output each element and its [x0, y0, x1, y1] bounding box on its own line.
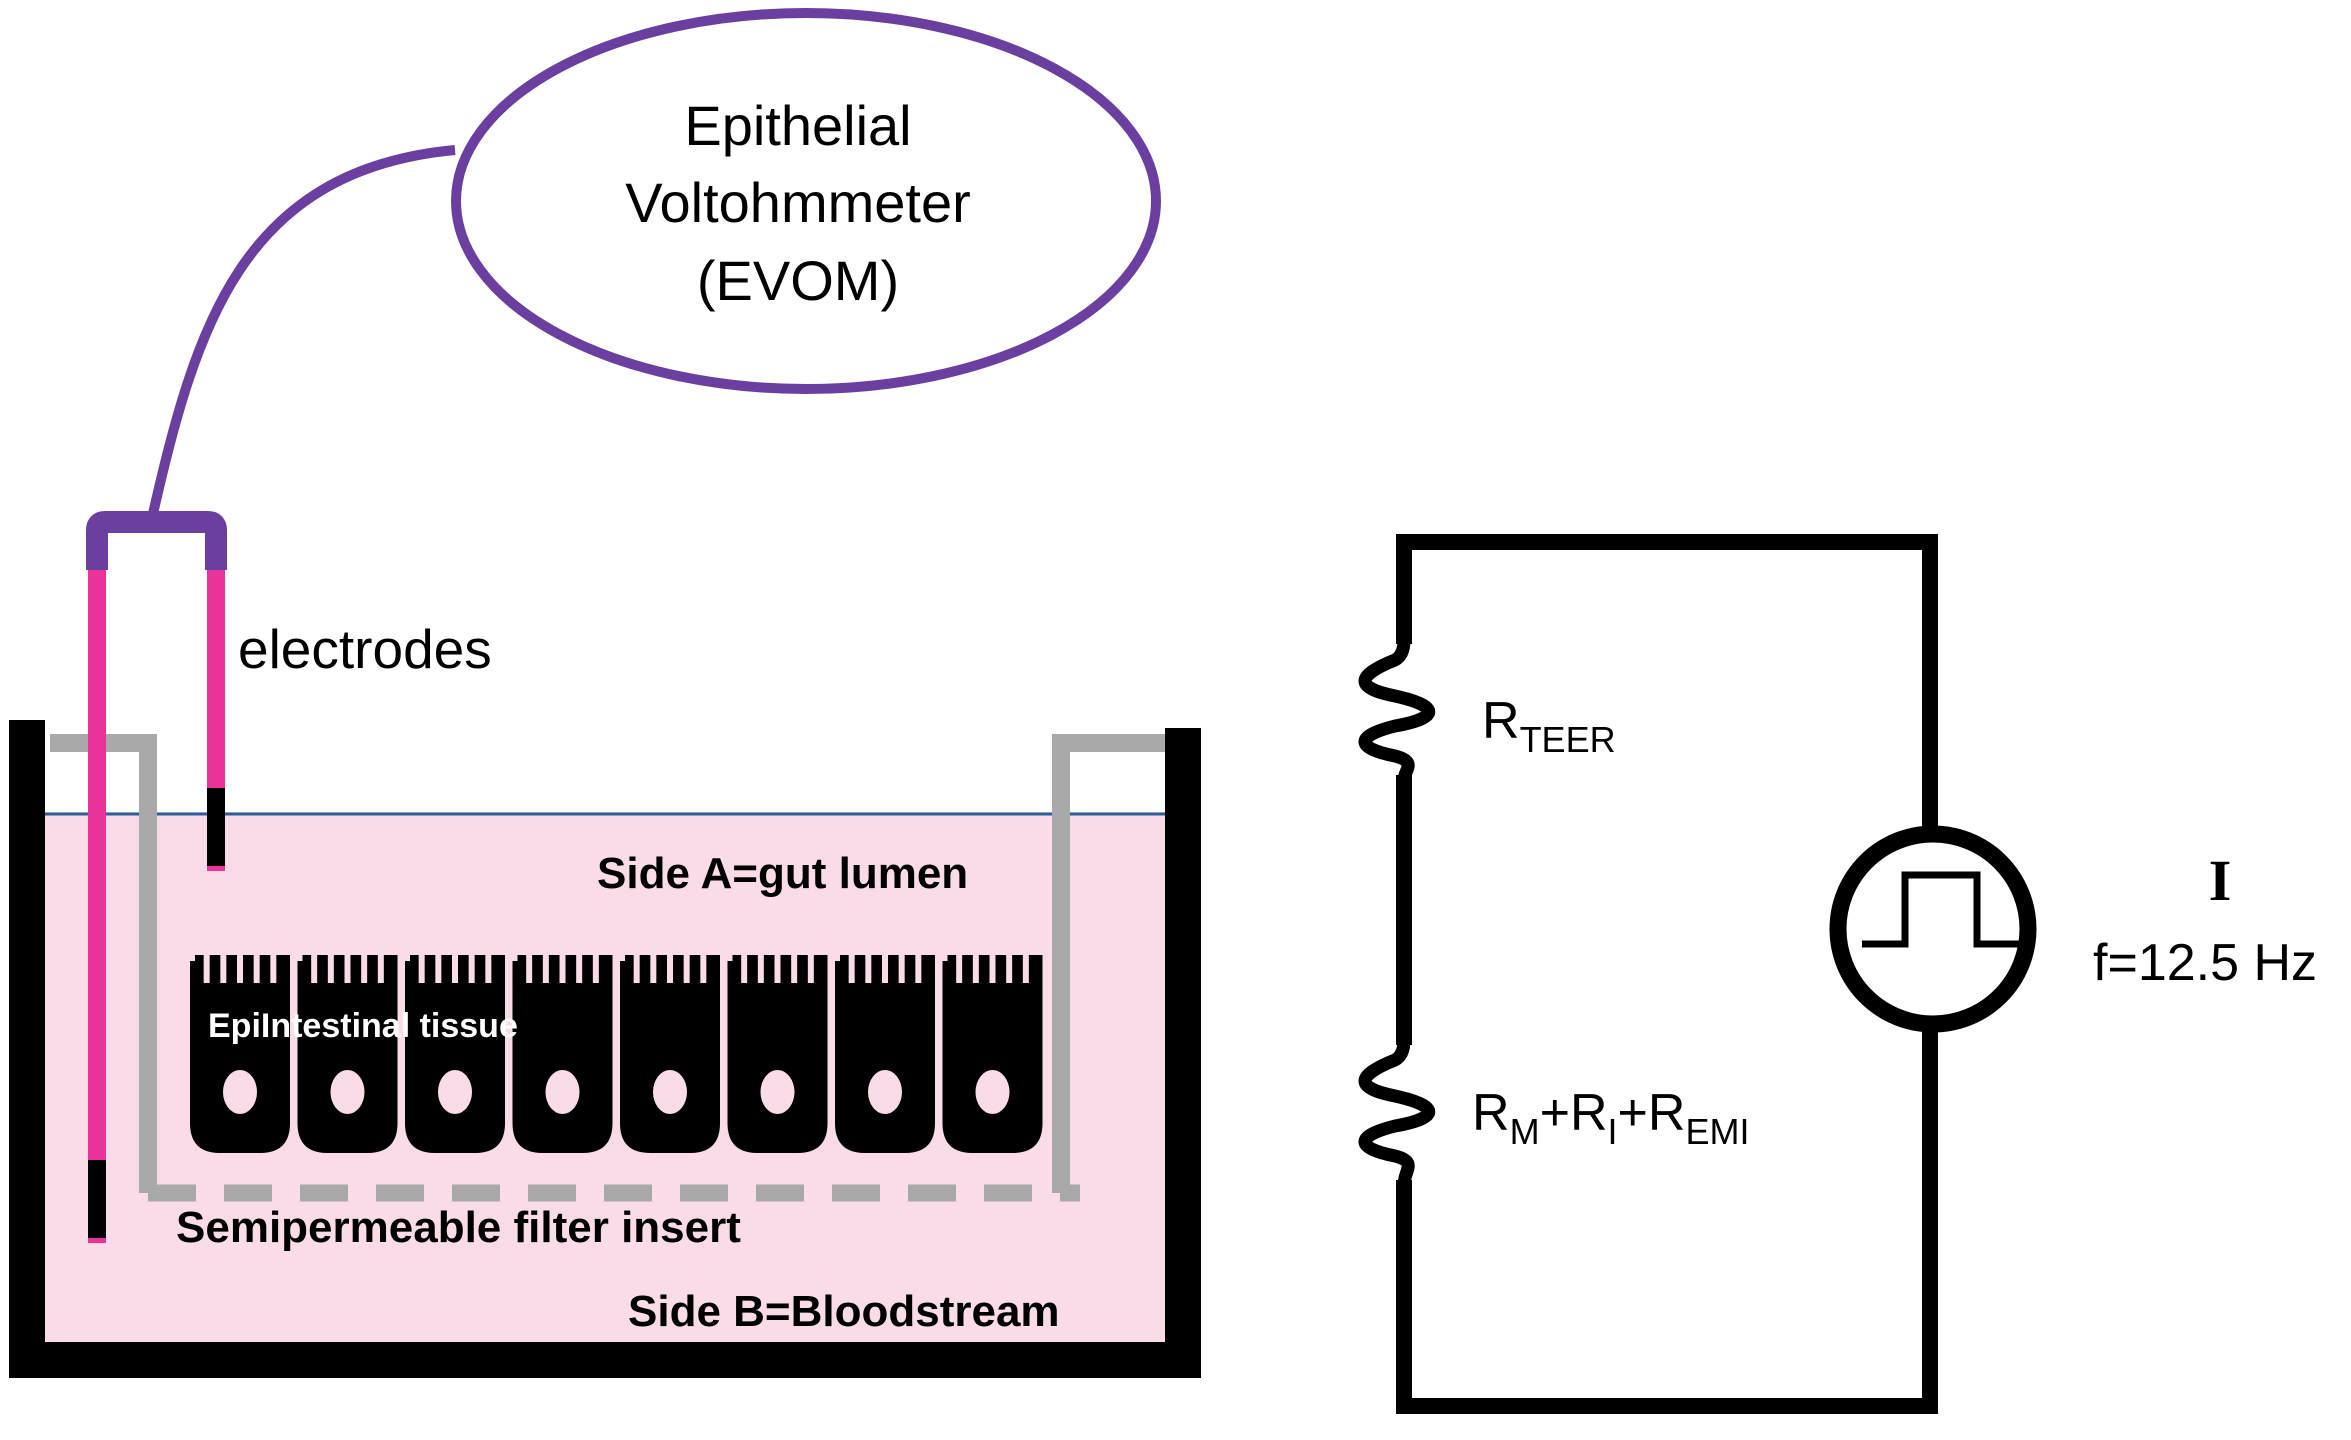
epithelial-cell [834, 953, 935, 1153]
tissue-label: EpiIntestinal tissue [208, 1007, 518, 1045]
cell-nucleus [975, 1070, 1010, 1114]
cell-nucleus [868, 1070, 902, 1114]
r-sum-resistor [1358, 1039, 1435, 1186]
circuit-wire-top [1396, 534, 1938, 830]
electrode-connector [86, 511, 227, 570]
evom-meter: Epithelial Voltohmmeter (EVOM) [451, 8, 1161, 394]
cell-nucleus [545, 1070, 580, 1114]
cell-nucleus [653, 1070, 687, 1114]
square-pulse-symbol [1862, 871, 2022, 948]
cell-nucleus [330, 1070, 365, 1114]
side-a-label: Side A=gut lumen [597, 849, 968, 898]
epithelial-cell [189, 953, 290, 1153]
right-electrode-tip [207, 788, 225, 870]
cell-nucleus [438, 1070, 472, 1114]
current-source [1829, 825, 2037, 1033]
evom-label-line2: Voltohmmeter [625, 171, 971, 234]
current-source-label: I [2209, 848, 2232, 913]
electrodes [86, 511, 227, 1243]
equivalent-circuit [1358, 534, 2037, 1414]
filter-insert [50, 734, 1165, 1202]
evom-cable [147, 145, 456, 520]
outer-well [9, 720, 1201, 1378]
side-b-label: Side B=Bloodstream [628, 1287, 1060, 1336]
epithelial-cell [941, 953, 1043, 1153]
r-sum-label: RM+RI+REMI [1472, 1084, 1749, 1152]
left-electrode-tip [88, 1160, 106, 1242]
epithelial-cells [189, 953, 1043, 1153]
filter-label: Semipermeable filter insert [176, 1203, 741, 1252]
epithelial-cell [296, 953, 398, 1153]
evom-label-line1: Epithelial [684, 94, 911, 157]
right-electrode-body [207, 560, 225, 788]
epithelial-cell [619, 953, 720, 1153]
epithelial-cell [511, 953, 613, 1153]
epithelial-cell [404, 953, 505, 1153]
r-teer-resistor [1358, 639, 1435, 781]
transwell-setup: Epithelial Voltohmmeter (EVOM) electrode… [9, 8, 1201, 1378]
electrodes-label: electrodes [238, 618, 492, 680]
r-teer-label: RTEER [1482, 692, 1616, 760]
circuit-wire-bottom [1396, 1028, 1938, 1414]
evom-label-line3: (EVOM) [697, 249, 899, 312]
cell-nucleus [760, 1070, 795, 1114]
cell-nucleus [223, 1070, 257, 1114]
epithelial-cell [726, 953, 828, 1153]
evom-ellipse [451, 8, 1161, 394]
left-electrode-body [88, 560, 106, 1160]
frequency-label: f=12.5 Hz [2093, 934, 2317, 992]
